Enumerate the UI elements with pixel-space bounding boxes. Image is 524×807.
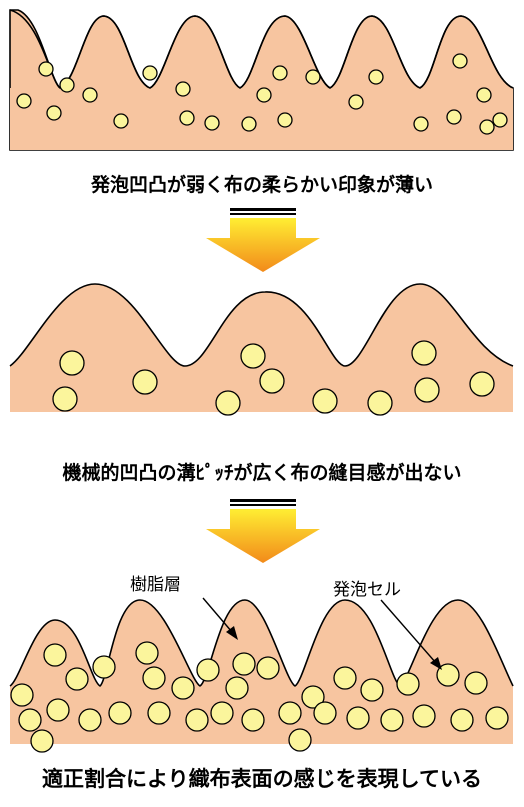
foam-cell (380, 708, 404, 732)
foam-cell (333, 666, 357, 690)
foam-cell (171, 676, 195, 700)
foam-cell (259, 368, 285, 394)
foam-cells (16, 53, 508, 135)
foam-cell (446, 109, 462, 125)
foam-cell (256, 87, 272, 103)
foam-cell (132, 369, 158, 395)
foam-cell (464, 671, 488, 695)
caption-panel-2: 機械的凹凸の溝ﾋﾟｯﾁが広く布の縫目感が出ない (62, 462, 462, 484)
foam-cell (142, 666, 166, 690)
foam-cell (65, 667, 89, 691)
foam-cell (225, 676, 249, 700)
foam-cell (59, 350, 85, 376)
foam-cell (288, 728, 312, 752)
foam-cell (240, 343, 266, 369)
foam-cell (301, 685, 325, 709)
foam-cell (204, 115, 220, 131)
foam-cell (92, 655, 116, 679)
foam-cell (38, 61, 54, 77)
resin-layer-leader-arrow (202, 597, 238, 640)
foam-cell (348, 94, 364, 110)
foam-cell (278, 701, 302, 725)
foam-cell (18, 708, 42, 732)
foam-cell (210, 701, 234, 725)
foam-cell (241, 116, 257, 132)
foam-cell (396, 672, 420, 696)
foam-cell (414, 377, 440, 403)
down-arrow-icon (206, 208, 320, 272)
foam-cell (10, 683, 34, 707)
foam-cell (450, 708, 474, 732)
foam-cell-leader-arrow (380, 599, 442, 670)
foam-cell (179, 110, 195, 126)
foam-cell (82, 87, 98, 103)
foam-cell (368, 69, 384, 85)
foam-cell (113, 113, 129, 129)
foam-cell (196, 658, 220, 682)
foam-cell (241, 708, 265, 732)
foam-cell (413, 116, 429, 132)
foam-cell (360, 678, 384, 702)
foam-cell (479, 119, 495, 135)
foam-cell (185, 708, 209, 732)
foam-cell (16, 93, 32, 109)
foam-cell (452, 53, 468, 69)
foam-cell (367, 390, 393, 416)
foam-cell (256, 656, 280, 680)
foam-cells (10, 641, 509, 753)
foam-cell (52, 386, 78, 412)
foam-cell (469, 371, 495, 397)
foam-cell (485, 706, 509, 730)
foam-cell (78, 708, 102, 732)
foam-cell (312, 388, 338, 414)
foam-cell (313, 701, 337, 725)
foam-cell (135, 641, 159, 665)
foam-cell (142, 65, 158, 81)
foam-cell (232, 652, 256, 676)
foam-cell (476, 87, 492, 103)
foam-cell (215, 390, 241, 416)
foam-cell (272, 65, 288, 81)
foam-cell (46, 105, 62, 121)
foam-cell (277, 112, 293, 128)
foam-cell (46, 698, 70, 722)
foam-cell-label: 発泡セル (333, 580, 401, 600)
foam-cell (175, 81, 191, 97)
foam-cell (43, 643, 67, 667)
caption-panel-3: 適正割合により織布表面の感じを表現している (42, 767, 482, 791)
panel-2-mechanical-texture (9, 283, 514, 416)
caption-panel-1: 発泡凹凸が弱く布の柔らかい印象が薄い (90, 174, 433, 196)
foam-cell (492, 112, 508, 128)
panel-3-proper-texture (9, 597, 514, 753)
foam-cells (52, 340, 495, 416)
foam-cell (59, 77, 75, 93)
foam-cell (436, 663, 460, 687)
foam-cell (305, 69, 321, 85)
foam-cell (108, 701, 132, 725)
foam-cell (346, 706, 370, 730)
down-arrow-icon (206, 499, 320, 563)
resin-layer-label: 樹脂層 (130, 575, 181, 595)
foam-cell (147, 701, 171, 725)
foam-cell (412, 704, 436, 728)
foam-cell (30, 729, 54, 753)
foam-cell (411, 340, 437, 366)
panel-1-foam-texture (9, 9, 514, 151)
